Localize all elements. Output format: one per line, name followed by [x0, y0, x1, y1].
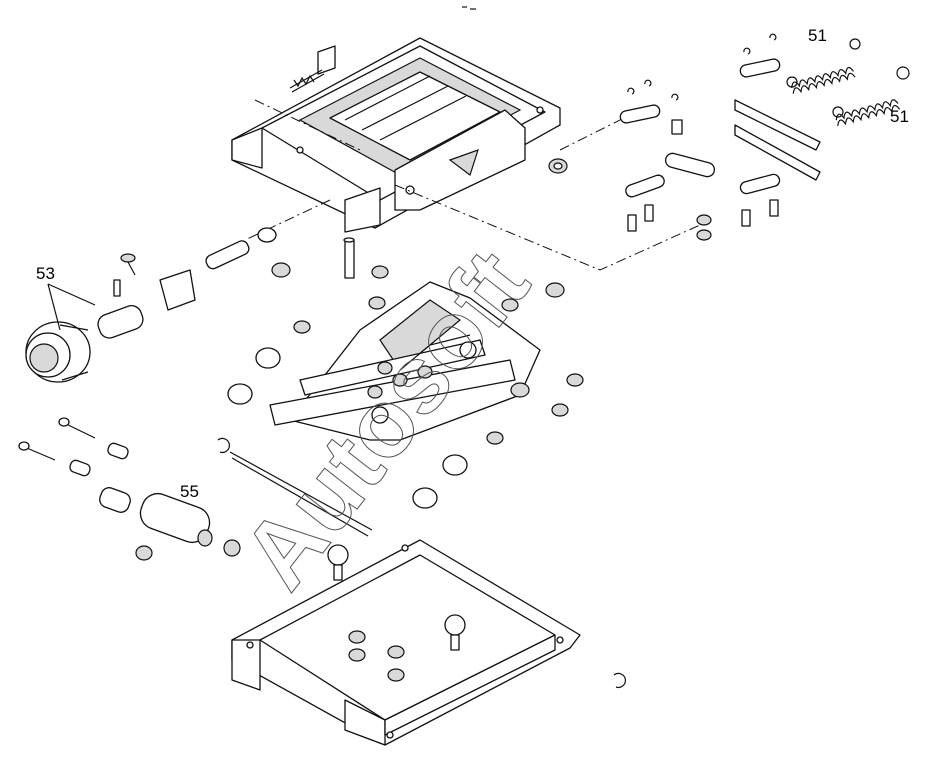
callout-53: 53: [36, 264, 55, 283]
shock-damper: [99, 487, 241, 561]
lower-base-frame: [231, 539, 581, 746]
callout-55: 55: [180, 482, 199, 501]
upper-frame-pin: [343, 237, 355, 279]
adjustment-shaft: [205, 227, 291, 278]
scissor-mechanism: [269, 281, 541, 441]
callout-51-bottom: 51: [890, 107, 909, 126]
coupling-screw: [120, 253, 136, 276]
watermark: Autosoft: [222, 231, 550, 609]
upper-seat-frame: [231, 37, 561, 233]
clips: [627, 33, 777, 101]
rollers: [227, 347, 468, 509]
adjustment-knob: [25, 321, 91, 383]
callout-53-leader: [47, 283, 61, 331]
knob-coupling: [97, 269, 196, 339]
small-pins: [627, 119, 779, 241]
damper-bolts: [18, 417, 129, 477]
tension-spring-top: [786, 38, 861, 94]
callout-53-leader: [47, 283, 96, 306]
svg-text:Autosoft: Autosoft: [222, 231, 549, 608]
tension-spring-bottom: [832, 66, 910, 127]
long-axle: [229, 451, 373, 537]
upper-frame-bolt: [289, 69, 325, 93]
callout-51-top: 51: [808, 26, 827, 45]
retaining-rings: [217, 437, 626, 689]
upper-frame-nut: [548, 158, 568, 174]
leader-line: [244, 199, 331, 241]
frame-nuts: [348, 630, 405, 682]
frame-studs: [327, 544, 466, 651]
bushings: [293, 265, 584, 445]
top-mark: [462, 6, 476, 10]
link-plates: [619, 58, 821, 198]
leader-line: [394, 184, 701, 271]
